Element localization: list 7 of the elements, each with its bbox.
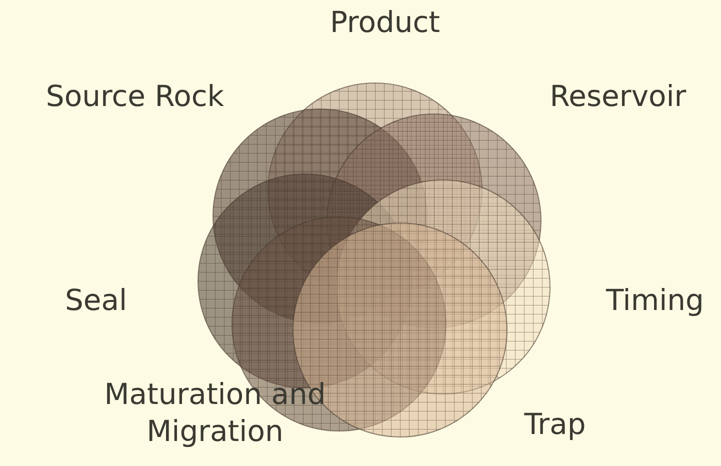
circle-label: Timing bbox=[604, 282, 705, 319]
circle-label: Maturation and Migration bbox=[103, 376, 327, 450]
circle-label: Source Rock bbox=[44, 78, 226, 115]
circle-label: Product bbox=[328, 4, 442, 41]
circle-label: Trap bbox=[523, 406, 587, 443]
circle-label: Seal bbox=[64, 282, 128, 319]
circle-label: Reservoir bbox=[548, 78, 688, 115]
